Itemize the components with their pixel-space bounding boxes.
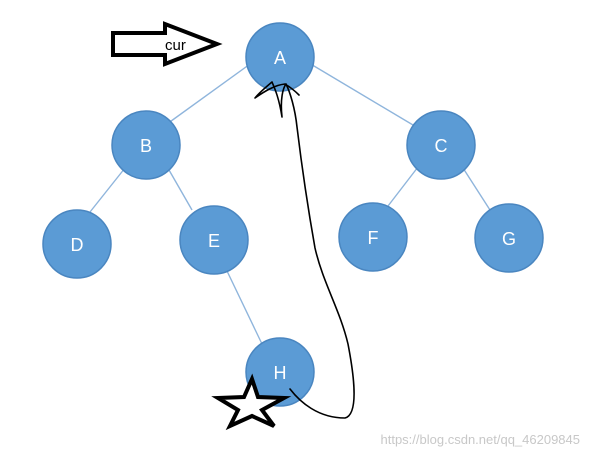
node-h-label: H: [274, 363, 287, 383]
edge-c-g: [462, 167, 491, 211]
node-c: C: [406, 110, 476, 180]
right-arrow-outline-icon: [111, 21, 223, 67]
node-a: A: [245, 22, 315, 92]
edge-e-h: [226, 270, 263, 345]
node-g: G: [474, 203, 544, 273]
cur-pointer: cur: [111, 21, 223, 67]
node-c-label: C: [435, 136, 448, 156]
tree-nodes: A B C D E F G H: [42, 22, 544, 407]
star-outline-icon: [211, 373, 292, 431]
hand-drawn-return-arrow: [254, 81, 355, 419]
node-b-label: B: [140, 136, 152, 156]
edge-b-d: [89, 167, 126, 213]
node-g-label: G: [502, 229, 516, 249]
tree-edges: [89, 58, 491, 345]
node-a-label: A: [274, 48, 286, 68]
watermark-text: https://blog.csdn.net/qq_46209845: [381, 432, 581, 447]
edge-c-f: [387, 166, 419, 207]
edge-b-e: [168, 169, 193, 211]
edge-a-c: [308, 62, 414, 126]
node-b: B: [111, 110, 181, 180]
node-d-label: D: [71, 235, 84, 255]
cur-pointer-label: cur: [165, 37, 186, 54]
node-d: D: [42, 209, 112, 279]
node-f-label: F: [368, 228, 379, 248]
edge-a-b: [166, 58, 258, 125]
node-e: E: [179, 205, 249, 275]
node-e-label: E: [208, 231, 220, 251]
traversal-path: [254, 81, 355, 419]
node-f: F: [338, 202, 408, 272]
node-h: H: [245, 337, 315, 407]
